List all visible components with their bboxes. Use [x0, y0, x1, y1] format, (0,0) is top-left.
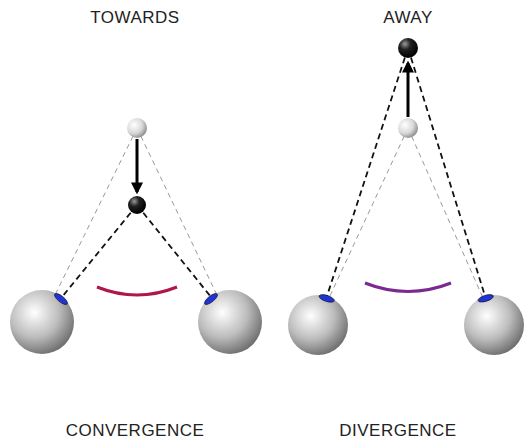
motion-arrow — [136, 139, 139, 192]
eye — [288, 295, 348, 355]
sight-line-new — [62, 205, 137, 297]
pupil — [203, 292, 219, 307]
sight-line-new — [327, 48, 408, 296]
panel-label: CONVERGENCE — [66, 421, 205, 441]
end-ball — [398, 38, 418, 58]
pupil — [477, 293, 494, 303]
sight-line-old — [56, 128, 137, 293]
vergence-arc — [365, 283, 451, 292]
sight-line-old — [329, 128, 408, 298]
start-ball — [127, 118, 147, 138]
eye — [198, 290, 262, 354]
pupil — [53, 292, 69, 307]
vergence-arc — [97, 287, 177, 295]
end-ball — [128, 196, 146, 214]
start-ball — [398, 118, 418, 138]
divergence-panel — [288, 38, 524, 355]
eye — [10, 290, 74, 354]
pupil — [318, 293, 335, 304]
panel-label: DIVERGENCE — [339, 421, 456, 441]
panel-label: AWAY — [383, 8, 433, 28]
sight-line-old — [408, 128, 483, 298]
convergence-panel — [10, 118, 262, 354]
sight-line-new — [137, 205, 211, 297]
sight-line-new — [408, 48, 485, 296]
motion-arrow — [407, 63, 410, 117]
sight-line-old — [137, 128, 216, 293]
eye — [464, 295, 524, 355]
panel-label: TOWARDS — [90, 8, 179, 28]
